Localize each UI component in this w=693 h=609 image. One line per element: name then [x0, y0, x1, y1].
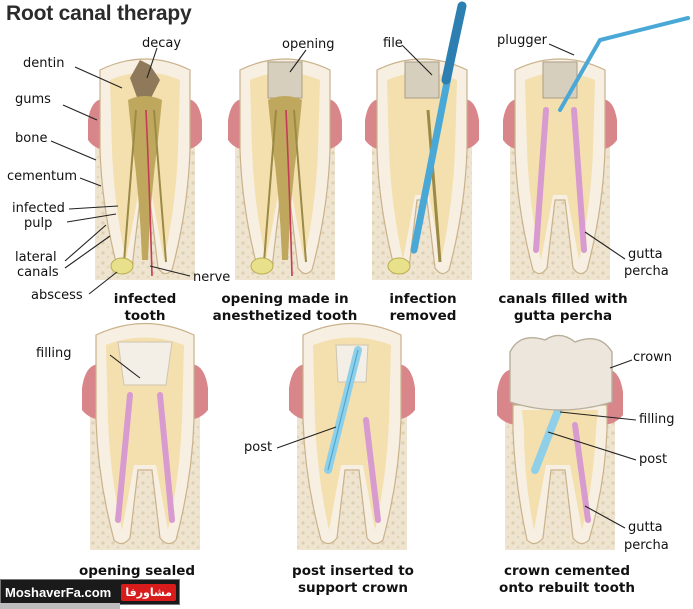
tooth-post-inserted [289, 322, 415, 550]
step-caption-7-line1: crown cemented [504, 563, 630, 579]
label-file: file [383, 36, 403, 51]
step-caption-6: post inserted to support crown [279, 563, 427, 597]
label-cementum: cementum [7, 169, 78, 184]
tooth-opening [228, 58, 342, 280]
watermark-badge: مشاورفا [121, 583, 176, 601]
watermark-banner: MoshaverFa.com مشاورفا [0, 579, 180, 605]
watermark-text: MoshaverFa.com [5, 584, 112, 600]
label-gutta-percha-2-line1: gutta [628, 520, 663, 535]
tooth-opening-sealed [82, 322, 208, 550]
step-caption-3-line2: removed [389, 308, 457, 324]
label-filling-1: filling [36, 346, 72, 361]
label-filling-2: filling [639, 412, 675, 427]
label-infected-pulp-line1: infected [12, 201, 65, 216]
diagram-title: Root canal therapy [6, 2, 192, 25]
label-gutta-percha-1-line1: gutta [628, 247, 663, 262]
watermark-strip [0, 603, 120, 609]
label-dentin: dentin [23, 56, 65, 71]
label-abscess: abscess [31, 288, 83, 303]
step-caption-2-line1: opening made in [221, 291, 349, 307]
step-caption-4-line2: gutta percha [513, 308, 613, 324]
tooth-crown-cemented [497, 334, 623, 550]
step-caption-7: crown cemented onto rebuilt tooth [487, 563, 647, 597]
step-caption-2-line2: anesthetized tooth [212, 308, 358, 324]
label-lateral-canals-line1: lateral [15, 250, 57, 265]
step-caption-1-line2: tooth [124, 308, 166, 324]
label-post-1: post [244, 440, 273, 455]
leader-lines [50, 43, 637, 529]
step-caption-4: canals filled with gutta percha [482, 291, 644, 325]
label-decay: decay [142, 36, 182, 51]
label-plugger: plugger [497, 33, 547, 48]
step-caption-5-line1: opening sealed [78, 563, 196, 579]
label-opening: opening [282, 37, 335, 52]
tooth-infection-removed [365, 1, 479, 280]
label-post-2: post [639, 452, 668, 467]
step-caption-3-line1: infection [389, 291, 457, 307]
tooth-canals-filled [503, 16, 690, 280]
step-caption-4-line1: canals filled with [498, 291, 628, 307]
label-lateral-canals-line2: canals [17, 265, 59, 280]
label-bone: bone [15, 131, 48, 146]
label-gutta-percha-2-line2: percha [624, 538, 669, 553]
tooth-infected [88, 58, 202, 280]
step-caption-1: infected tooth [101, 291, 189, 325]
step-caption-7-line2: onto rebuilt tooth [499, 580, 635, 596]
step-caption-1-line1: infected [113, 291, 177, 307]
step-caption-6-line2: support crown [297, 580, 409, 596]
label-nerve: nerve [193, 270, 231, 285]
step-caption-6-line1: post inserted to [292, 563, 414, 579]
label-infected-pulp-line2: pulp [24, 216, 53, 231]
label-crown: crown [633, 350, 673, 365]
label-gutta-percha-1-line2: percha [624, 264, 669, 279]
label-gums: gums [15, 92, 51, 107]
step-caption-2: opening made in anesthetized tooth [205, 291, 365, 325]
step-caption-3: infection removed [378, 291, 468, 325]
